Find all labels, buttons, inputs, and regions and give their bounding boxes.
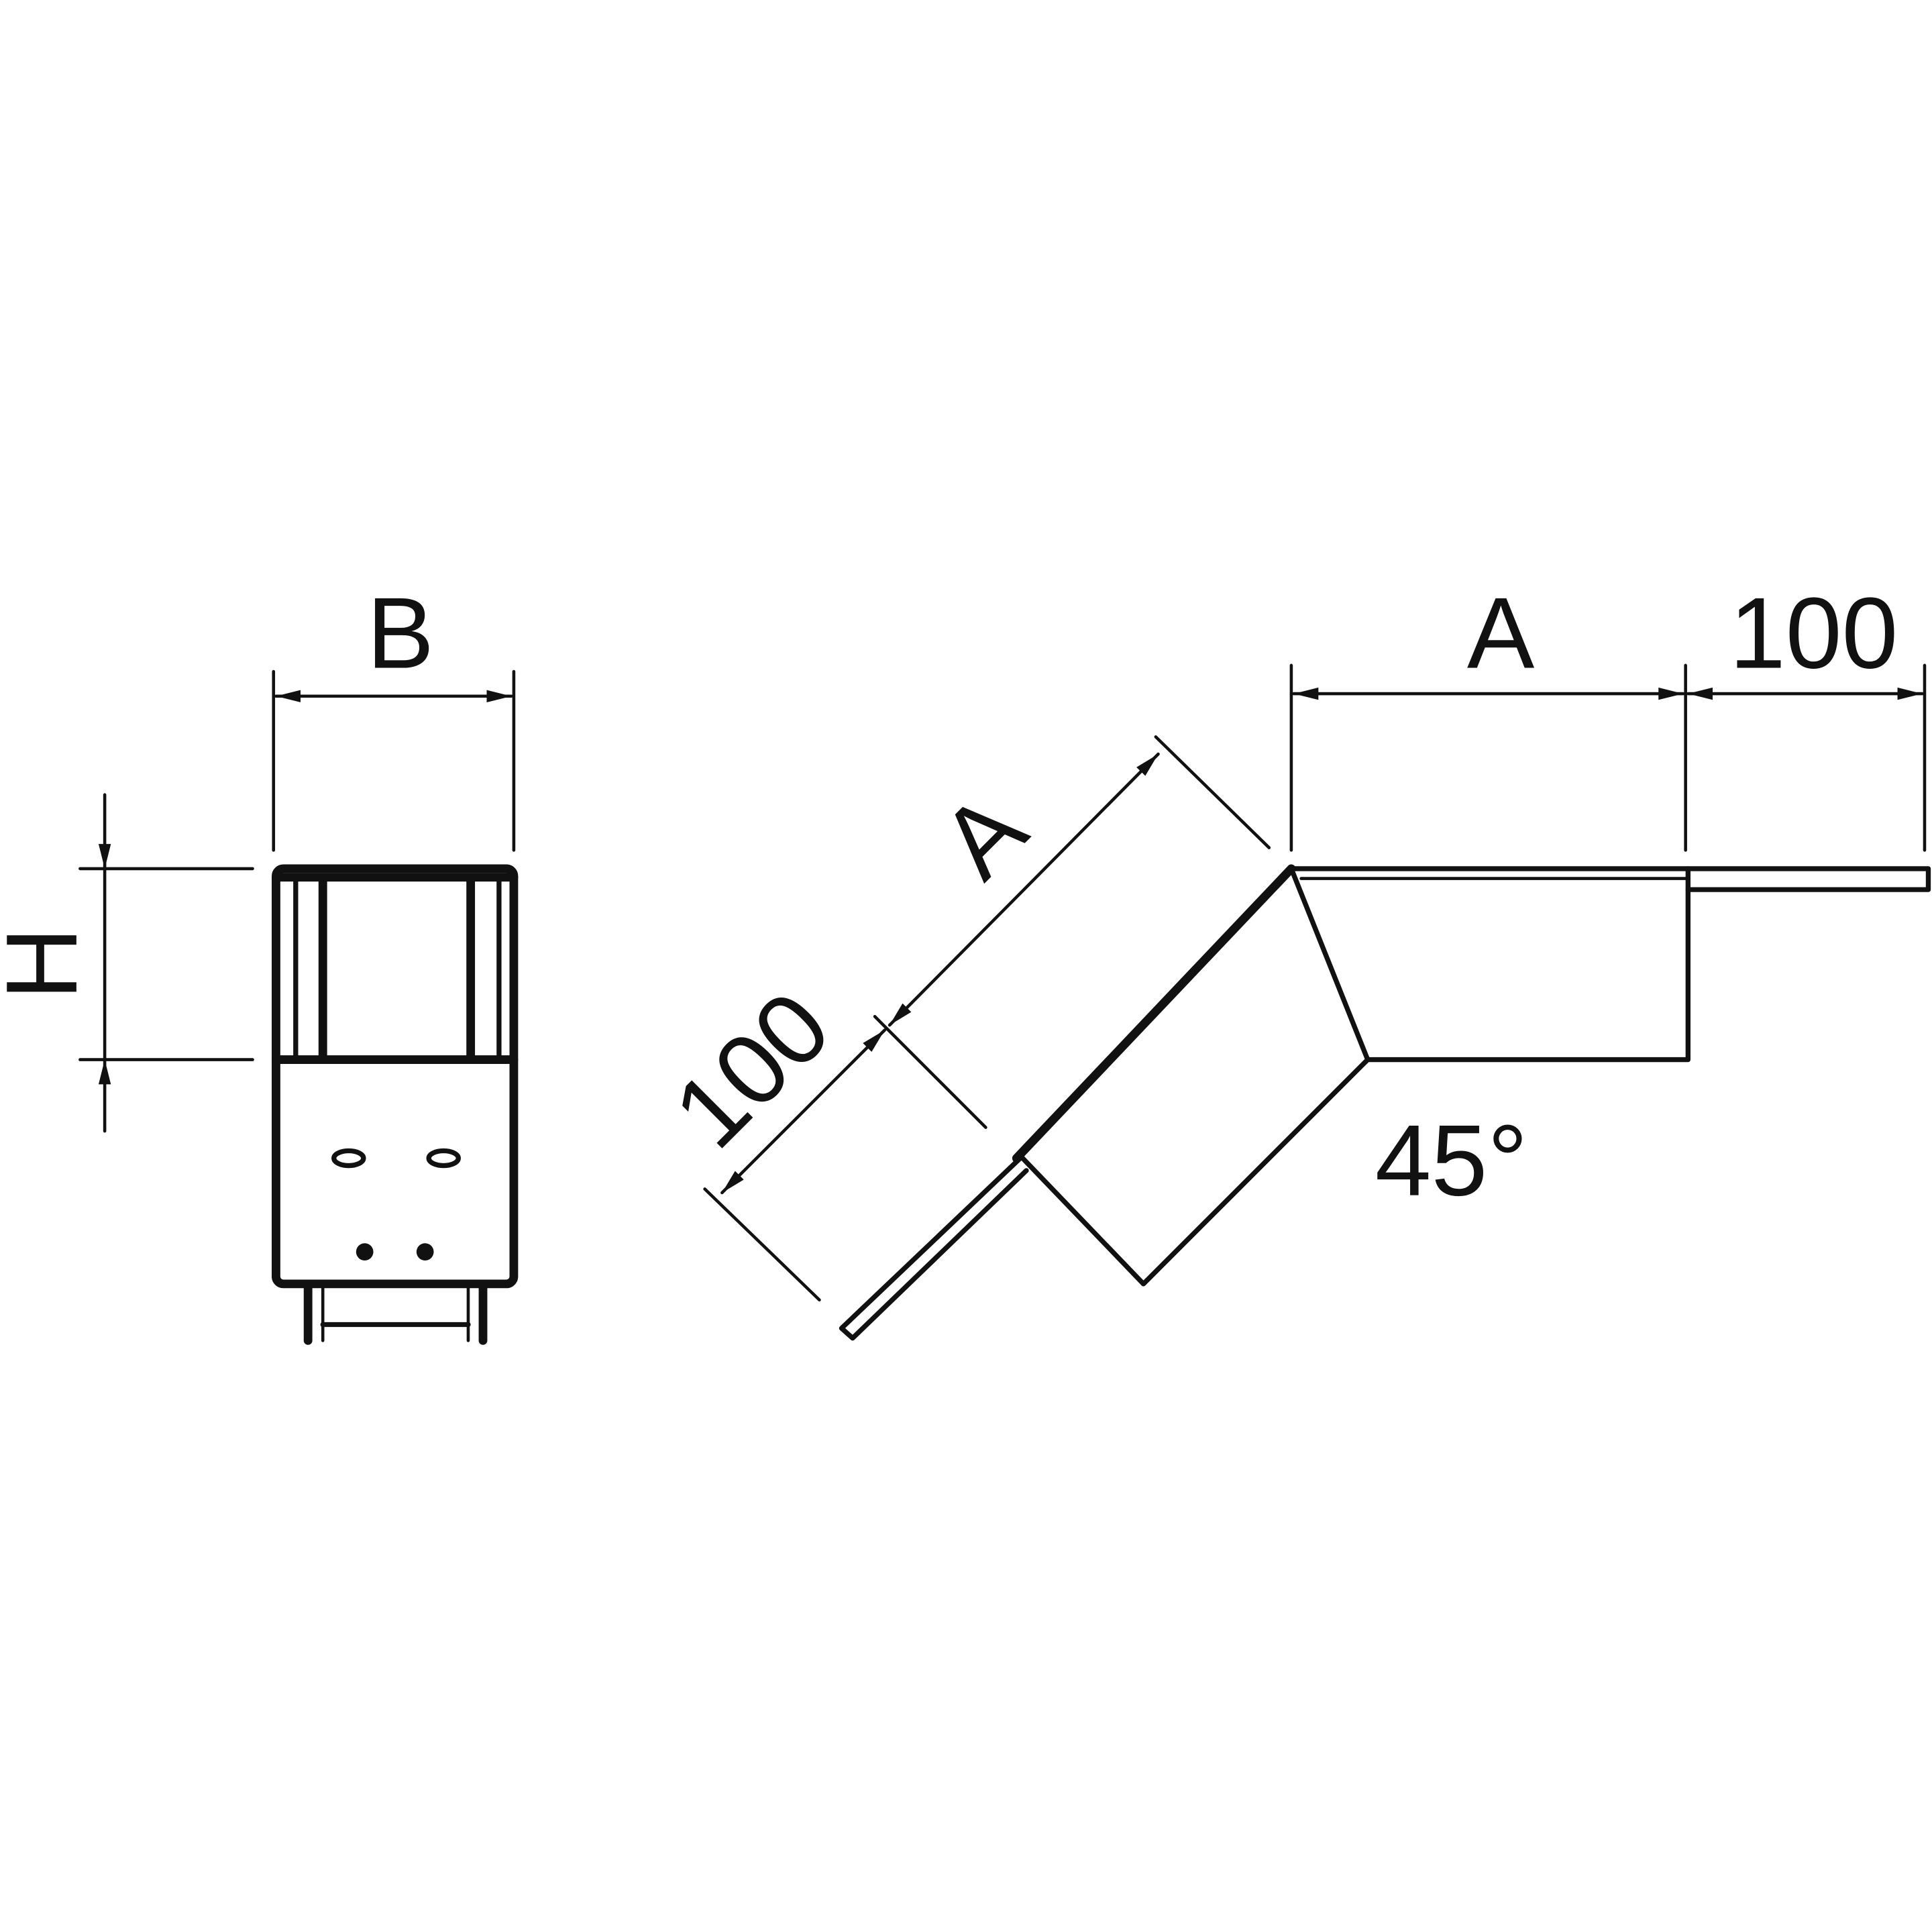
side-view: B H (0, 577, 519, 1345)
round-hole (416, 1243, 434, 1260)
label-100-diagonal: 100 (652, 970, 851, 1169)
dimension-b: B (272, 577, 516, 852)
top-view: A 100 A 100 45° (652, 577, 1931, 1341)
dimension-h: H (0, 793, 254, 1133)
label-100-horizontal: 100 (1729, 577, 1898, 690)
round-hole (356, 1243, 374, 1260)
angle-label: 45° (1375, 1104, 1528, 1217)
angled-extension-strip (839, 1155, 1029, 1341)
label-a-horizontal: A (1467, 577, 1535, 690)
straight-section-outline (1289, 866, 1690, 1063)
label-a-diagonal: A (920, 771, 1047, 899)
slot-hole (331, 1148, 366, 1169)
dimension-a-horizontal: A 100 (1289, 577, 1927, 852)
label-h: H (0, 927, 98, 1000)
slot-hole (426, 1148, 461, 1169)
label-b: B (367, 577, 434, 690)
angled-section-outline (1020, 1057, 1371, 1287)
bend-line (1289, 866, 1371, 1063)
straight-extension-strip (1685, 866, 1931, 892)
side-body-outline (272, 864, 519, 1289)
